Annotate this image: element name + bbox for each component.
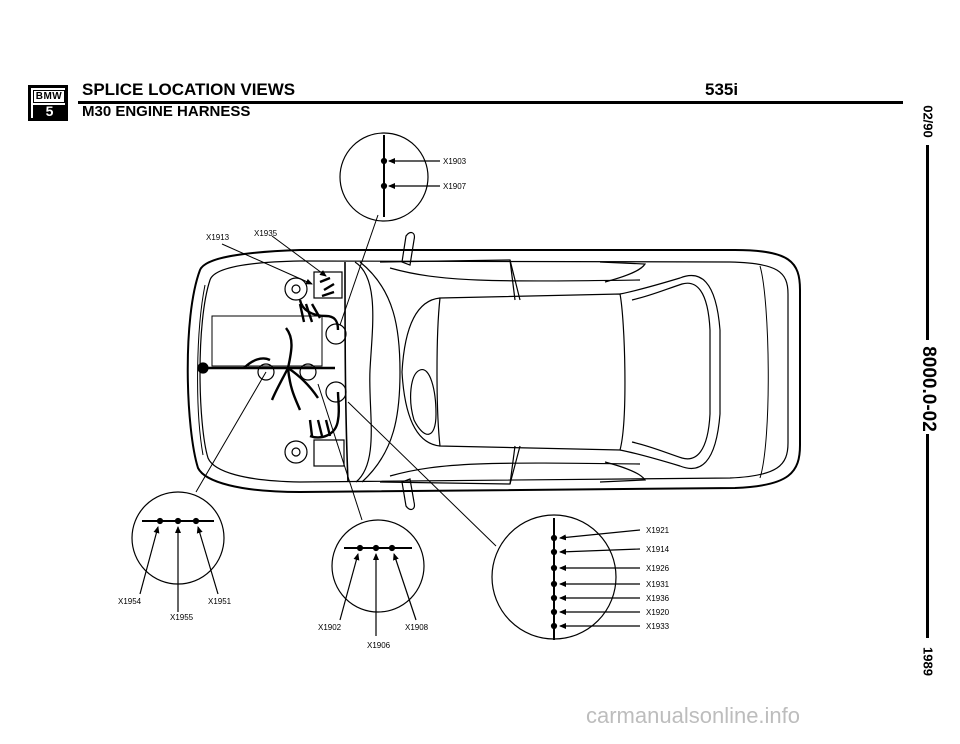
series-badge: 5 [33,104,66,118]
leader-lines [195,214,497,547]
watermark: carmanualsonline.info [586,703,801,728]
splice-label-x1954: X1954 [118,597,142,606]
detail-circle-left [131,491,225,612]
header-divider [78,101,903,104]
car-body-outline [186,231,801,511]
splice-label-x1921: X1921 [646,526,670,535]
engine-bay [197,271,347,467]
splice-label-x1913: X1913 [206,233,230,242]
engine-harness [205,276,341,439]
splice-label-x1903: X1903 [443,157,467,166]
splice-label-x1902: X1902 [318,623,342,632]
splice-label-x1920: X1920 [646,608,670,617]
splice-label-x1907: X1907 [443,182,467,191]
page-title: SPLICE LOCATION VIEWS [82,80,296,99]
page-subtitle: M30 ENGINE HARNESS [82,103,251,120]
bmw-logo-text: BMW [33,90,65,103]
splice-label-x1955: X1955 [170,613,194,622]
detail-circle-middle [331,519,425,636]
splice-label-x1914: X1914 [646,545,670,554]
splice-label-x1931: X1931 [646,580,670,589]
splice-label-x1926: X1926 [646,564,670,573]
splice-label-x1936: X1936 [646,594,670,603]
detail-circle-top [339,132,440,222]
splice-label-x1906: X1906 [367,641,391,650]
margin-rule-bottom [926,434,929,638]
margin-rule-top [926,145,929,340]
detail-circle-right [491,514,641,640]
splice-label-x1933: X1933 [646,622,670,631]
splice-label-x1951: X1951 [208,597,232,606]
splice-label-x1908: X1908 [405,623,429,632]
model-label: 535i [705,80,739,99]
bmw-logo: BMW 5 [28,85,68,121]
splice-label-x1935: X1935 [254,229,278,238]
